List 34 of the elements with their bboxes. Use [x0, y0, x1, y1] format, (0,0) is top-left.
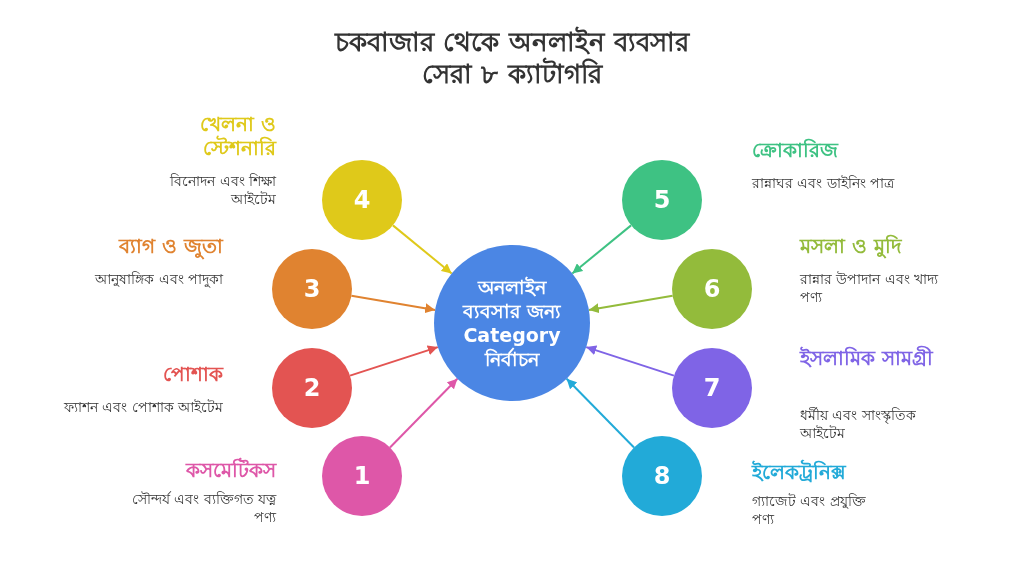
arrow	[571, 224, 633, 275]
category-title: কসমেটিকস	[184, 458, 276, 482]
step-number: 5	[653, 186, 671, 214]
arrow	[391, 224, 453, 275]
arrow	[585, 345, 675, 377]
step-number: 2	[303, 374, 321, 402]
step-number: 3	[303, 275, 321, 303]
category-title: মসলা ও মুদি	[800, 234, 903, 258]
step-number: 4	[353, 186, 371, 214]
category-description: রান্নাঘর এবং ডাইনিং পাত্র	[752, 174, 896, 192]
category-description: ধর্মীয় এবং সাংস্কৃতিক আইটেম	[800, 406, 917, 442]
category-title: ক্রোকারিজ	[752, 138, 840, 162]
arrow	[389, 377, 459, 449]
category-description: গ্যাজেট এবং প্রযুক্তি পণ্য	[752, 492, 867, 528]
arrow	[349, 345, 439, 377]
category-description: রান্নার উপাদান এবং খাদ্য পণ্য	[800, 270, 940, 306]
step-number: 6	[703, 275, 721, 303]
category-description: বিনোদন এবং শিক্ষা আইটেম	[169, 172, 276, 208]
arrow	[587, 294, 674, 314]
step-number: 1	[353, 462, 371, 490]
step-number: 8	[653, 462, 671, 490]
category-description: ফ্যাশন এবং পোশাক আইটেম	[62, 398, 223, 416]
center-label: অনলাইন ব্যবসার জন্য Category নির্বাচন	[461, 275, 562, 371]
arrow	[350, 294, 437, 314]
diagram-title: চকবাজার থেকে অনলাইন ব্যবসার সেরা ৮ ক্যাটাগরি	[333, 26, 691, 90]
category-title: ইসলামিক সামগ্রী	[800, 346, 935, 370]
category-title: পোশাক	[162, 362, 223, 386]
category-title: খেলনা ও স্টেশনারি	[199, 112, 276, 160]
category-title: ব্যাগ ও জুতা	[117, 234, 223, 258]
category-description: সৌন্দর্য এবং ব্যক্তিগত যত্ন পণ্য	[130, 490, 276, 526]
category-title: ইলেকট্রনিক্স	[752, 460, 848, 484]
step-number: 7	[703, 374, 721, 402]
category-description: আনুষাঙ্গিক এবং পাদুকা	[94, 270, 223, 288]
arrow	[565, 377, 635, 449]
